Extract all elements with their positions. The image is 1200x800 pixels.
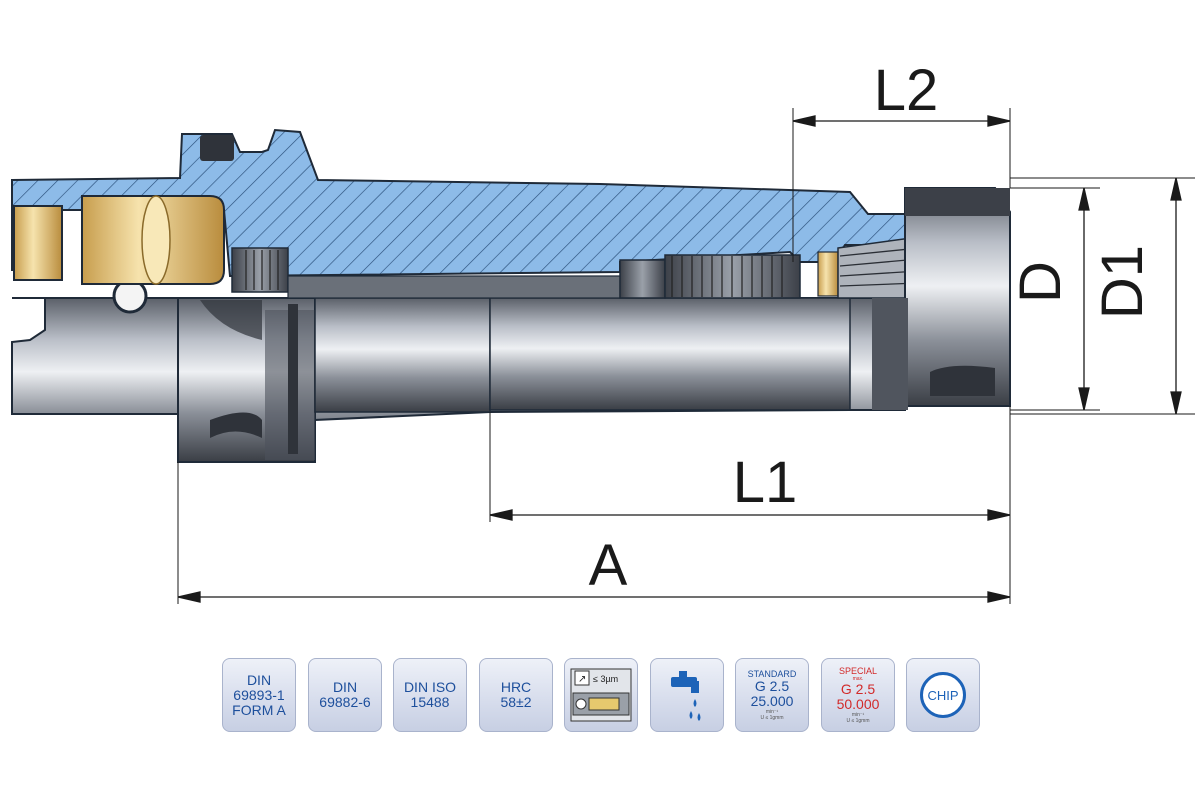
badge-speed: 50.000 [836, 696, 880, 712]
badge-line: DIN [246, 671, 272, 688]
badge-hrc: HRC 58±2 [479, 658, 553, 732]
pull-stud [13, 205, 63, 281]
runout-gauge-icon: ↗ ≤ 3µm [570, 668, 632, 722]
badge-header: SPECIAL [838, 666, 878, 676]
badge-runout: ↗ ≤ 3µm [564, 658, 638, 732]
badge-special-balance: SPECIAL max. G 2.5 50.000 min⁻¹ U ≤ 1gmm [821, 658, 895, 732]
badge-note: U ≤ 1gmm [846, 718, 870, 724]
extension-lines [177, 108, 1195, 604]
badge-line: 69893-1 [233, 686, 285, 703]
badge-din-69882: DIN 69882-6 [308, 658, 382, 732]
badge-grade: G 2.5 [840, 681, 876, 697]
badge-din-iso: DIN ISO 15488 [393, 658, 467, 732]
badge-coolant [650, 658, 724, 732]
shaft [314, 297, 491, 413]
dim-l2-label: L2 [874, 58, 939, 123]
chip-label: CHIP [927, 687, 959, 703]
tool-holder-drawing: A L1 L2 D D1 [11, 58, 1195, 604]
badge-line: HRC [500, 679, 532, 695]
badge-line: DIN ISO [403, 679, 457, 695]
drive-slot [200, 135, 234, 161]
extension [489, 297, 851, 411]
badge-din-69893: DIN 69893-1 FORM A [222, 658, 296, 732]
badge-line: 15488 [410, 694, 450, 710]
dim-d1-label: D1 [1090, 245, 1155, 319]
badge-line: 58±2 [500, 694, 532, 710]
dim-d-label: D [1008, 261, 1073, 303]
badge-unit: min⁻¹ [765, 709, 779, 715]
badge-line: FORM A [232, 701, 286, 718]
dim-a-label: A [589, 533, 628, 598]
badge-header: STANDARD [747, 669, 797, 679]
dim-l1-label: L1 [733, 450, 798, 515]
badge-chip: CHIP [906, 658, 980, 732]
badge-note: U ≤ 1gmm [760, 715, 784, 721]
runout-value: ≤ 3µm [593, 674, 618, 684]
badge-line: 69882-6 [319, 694, 371, 710]
badge-speed: 25.000 [750, 693, 794, 709]
back-screw [231, 247, 289, 293]
coolant-tap-icon [671, 671, 701, 721]
badge-grade: G 2.5 [754, 678, 790, 694]
badge-line: DIN [332, 679, 358, 695]
chip-icon: CHIP [920, 672, 966, 718]
badge-unit: min⁻¹ [851, 712, 865, 718]
dimension-lines [177, 115, 1182, 603]
badge-max: max. [852, 676, 864, 682]
svg-text:↗: ↗ [578, 674, 586, 685]
badge-standard-balance: STANDARD G 2.5 25.000 min⁻¹ U ≤ 1gmm [735, 658, 809, 732]
